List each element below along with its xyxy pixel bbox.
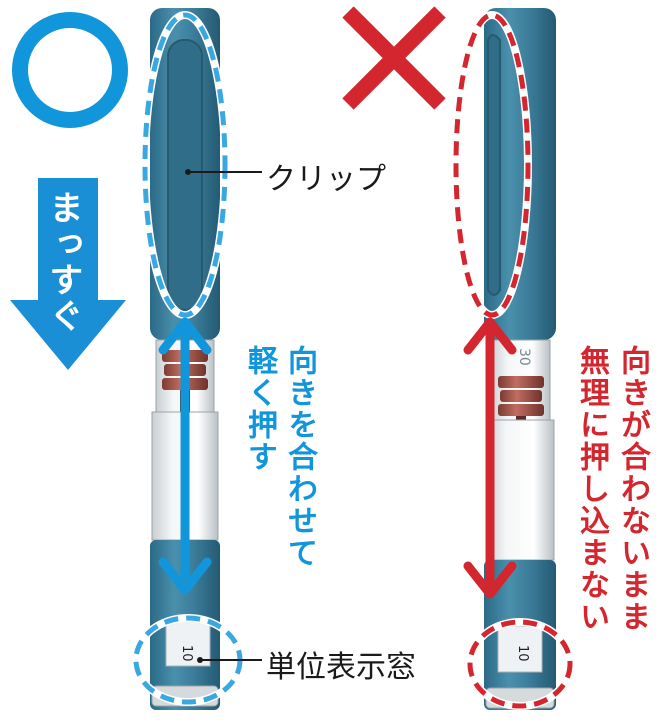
bad-instruction-line2: 無理に押し込まない [574,345,609,633]
pen-misaligned: 30 10 [452,8,574,710]
dose-number-right: 10 [515,645,530,662]
pen-clip [167,39,203,311]
dose-window-highlight-ring-misaligned [467,619,573,709]
dose-window [165,619,211,667]
pen-cap [484,8,556,340]
dose-window-label: 単位表示窓 [266,650,416,685]
cap-number-right: 30 [516,348,532,366]
bad-instruction-line1: 向きが合わないまま [615,345,650,633]
straight-down-arrow-icon [10,178,126,370]
incorrect-cross-icon [342,6,446,110]
straight-arrow-label: まっすぐ [43,190,83,334]
alignment-double-arrow-red [463,317,517,599]
pen-correct-alignment: 10 [132,8,262,710]
clip-highlight-ring [142,12,228,318]
alignment-double-arrow-blue [158,317,212,595]
pen-clip-misaligned [487,34,501,296]
pen-body-window [485,419,555,561]
dose-number-left: 10 [179,645,194,662]
clip-highlight-ring-misaligned [453,12,531,318]
dose-window [497,625,543,673]
good-instruction-line1: 向きを合わせて [282,345,317,569]
good-instruction-line2: 軽く押す [242,345,277,473]
clip-label: クリップ [266,162,386,197]
correct-circle-icon [12,12,128,128]
